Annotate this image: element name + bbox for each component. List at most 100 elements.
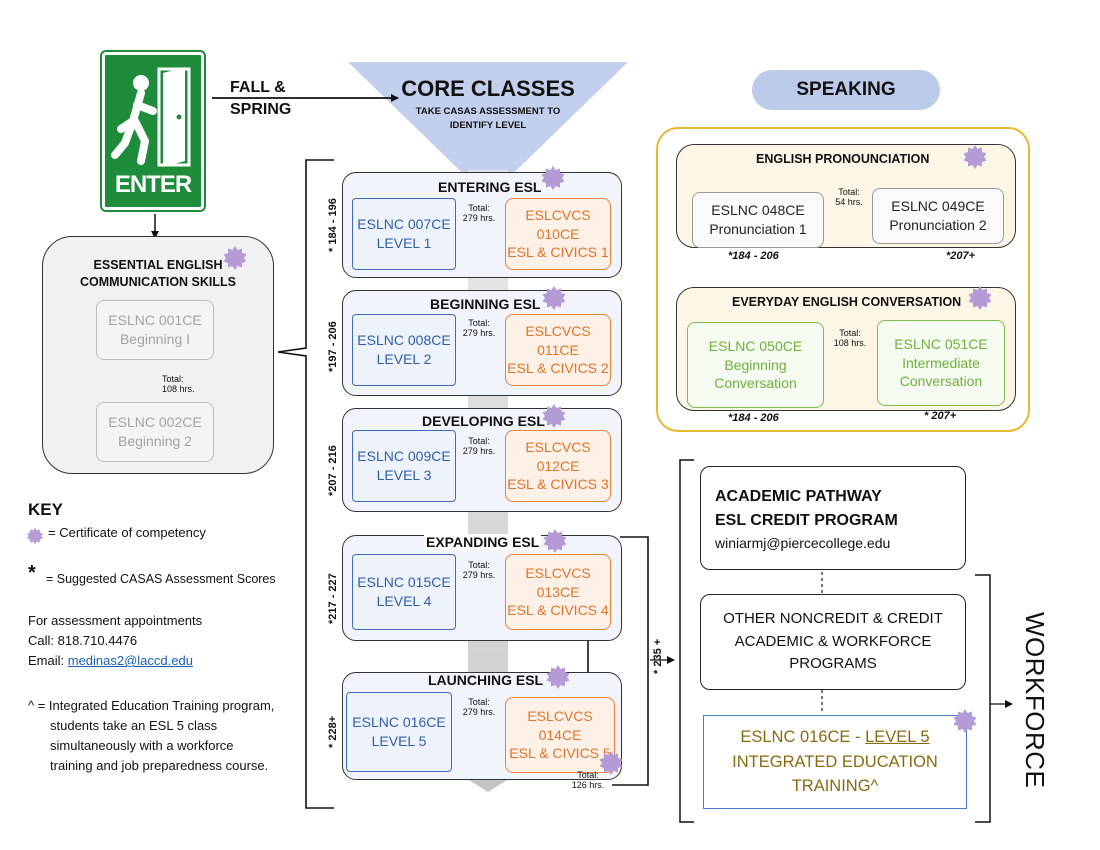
- speaking-label: SPEAKING: [796, 79, 896, 101]
- course-eslnc-048ce[interactable]: ESLNC 048CE Pronunciation 1: [692, 192, 824, 248]
- level-title: EXPANDING ESL: [424, 534, 542, 550]
- course-level: LEVEL 2: [376, 351, 432, 367]
- essential-title-2: COMMUNICATION SKILLS: [79, 275, 236, 289]
- level-title: DEVELOPING ESL: [422, 413, 545, 429]
- key-email-link[interactable]: medinas2@laccd.edu: [67, 653, 193, 668]
- course-code: ESLCVCS 010CE: [525, 206, 591, 242]
- iet-box[interactable]: ESLNC 016CE - LEVEL 5 INTEGRATED EDUCATI…: [703, 715, 967, 809]
- other-line-2: ACADEMIC & WORKFORCE: [734, 632, 932, 650]
- certificate-badge-icon: [967, 285, 993, 311]
- course-eslnc-015ce[interactable]: ESLNC 015CE LEVEL 4: [352, 554, 456, 630]
- course-level: ESL & CIVICS 4: [507, 602, 609, 619]
- key-certificate-badge-icon: [26, 527, 44, 545]
- iet-line-1: ESLNC 016CE - LEVEL 5: [740, 725, 929, 750]
- total-hours: 279 hrs.: [462, 570, 496, 581]
- course-eslcvcs-014ce[interactable]: ESLCVCS 014CE ESL & CIVICS 5: [505, 697, 615, 773]
- academic-pathway-box[interactable]: ACADEMIC PATHWAY ESL CREDIT PROGRAM wini…: [700, 466, 966, 570]
- course-level: ESL & CIVICS 2: [507, 360, 609, 377]
- enter-sign: ENTER: [100, 50, 206, 212]
- total-label: Total:: [468, 560, 490, 570]
- level-total: Total: 279 hrs.: [462, 203, 496, 224]
- other-line-1: OTHER NONCREDIT & CREDIT: [723, 610, 943, 628]
- level-total: Total: 279 hrs.: [462, 697, 496, 718]
- level-total: Total: 279 hrs.: [462, 436, 496, 457]
- total-label: Total:: [839, 328, 861, 338]
- course-code: ESLNC 002CE: [108, 414, 202, 431]
- core-subtitle-2: IDENTIFY LEVEL: [449, 120, 527, 131]
- level-title: ENTERING ESL: [438, 179, 542, 195]
- course-code: ESLNC 016CE: [352, 714, 446, 731]
- course-code: ESLNC 048CE: [711, 202, 805, 219]
- course-code: ESLNC 051CE: [894, 335, 988, 352]
- academic-line-2: ESL CREDIT PROGRAM: [715, 512, 898, 529]
- total-hours: 54 hrs.: [835, 197, 863, 208]
- iet-line-3: TRAINING^: [791, 777, 879, 796]
- score-235: * 235 +: [652, 638, 664, 674]
- course-name-1: Intermediate: [902, 354, 980, 371]
- course-level: LEVEL 4: [376, 593, 432, 609]
- fall-spring-label: FALL & SPRING: [230, 77, 291, 122]
- course-eslcvcs-012ce[interactable]: ESLCVCS 012CE ESL & CIVICS 3: [505, 430, 611, 502]
- pronunciation-score-1: *184 - 206: [728, 250, 779, 262]
- course-code: ESLNC 015CE: [357, 574, 451, 591]
- conversation-score-2: * 207+: [924, 410, 957, 422]
- course-code: ESLNC 050CE: [708, 337, 803, 354]
- course-eslnc-002ce[interactable]: ESLNC 002CE Beginning 2: [96, 402, 214, 462]
- total-label: Total:: [468, 203, 490, 213]
- conversation-total: Total: 108 hrs.: [830, 328, 870, 349]
- course-eslcvcs-013ce[interactable]: ESLCVCS 013CE ESL & CIVICS 4: [505, 554, 611, 630]
- level-score: * 228+: [327, 715, 339, 748]
- course-level: ESL & CIVICS 5: [509, 745, 611, 762]
- course-eslcvcs-011ce[interactable]: ESLCVCS 011CE ESL & CIVICS 2: [505, 314, 611, 386]
- conversation-score-1: *184 - 206: [728, 412, 779, 424]
- launching-total: Total: 126 hrs.: [570, 770, 606, 791]
- course-eslcvcs-010ce[interactable]: ESLCVCS 010CE ESL & CIVICS 1: [505, 198, 611, 270]
- course-code: ESLNC 001CE: [108, 312, 202, 329]
- key-casas-text: = Suggested CASAS Assessment Scores: [46, 572, 276, 586]
- course-code: ESLCVCS 013CE: [525, 564, 591, 600]
- key-iet-line-3: simultaneously with a workforce: [50, 738, 234, 753]
- course-eslnc-009ce[interactable]: ESLNC 009CE LEVEL 3: [352, 430, 456, 502]
- total-label: Total:: [468, 436, 490, 446]
- course-eslnc-049ce[interactable]: ESLNC 049CE Pronunciation 2: [872, 188, 1004, 244]
- course-name: Beginning I: [119, 331, 191, 347]
- total-label: Total:: [162, 374, 184, 384]
- total-label: Total:: [468, 318, 490, 328]
- pronunciation-title: ENGLISH PRONOUNCIATION: [756, 152, 930, 166]
- total-hours: 108 hrs.: [833, 338, 867, 349]
- essential-total: Total: 108 hrs.: [162, 374, 195, 395]
- course-level: LEVEL 1: [376, 235, 432, 251]
- certificate-badge-icon: [540, 165, 566, 191]
- key-appointment-text: For assessment appointments: [28, 613, 203, 628]
- course-eslnc-008ce[interactable]: ESLNC 008CE LEVEL 2: [352, 314, 456, 386]
- course-eslnc-016ce[interactable]: ESLNC 016CE LEVEL 5: [346, 692, 452, 772]
- course-eslnc-001ce[interactable]: ESLNC 001CE Beginning I: [96, 300, 214, 360]
- course-eslnc-050ce[interactable]: ESLNC 050CE Beginning Conversation: [687, 322, 824, 408]
- core-subtitle-1: TAKE CASAS ASSESSMENT TO: [415, 106, 561, 117]
- pronunciation-total: Total: 54 hrs.: [830, 187, 868, 208]
- key-certificate-text: = Certificate of competency: [48, 525, 206, 540]
- academic-email[interactable]: winiarmj@piercecollege.edu: [715, 535, 891, 551]
- certificate-badge-icon: [962, 144, 988, 170]
- academic-line-1: ACADEMIC PATHWAY: [715, 488, 882, 505]
- other-programs-box[interactable]: OTHER NONCREDIT & CREDIT ACADEMIC & WORK…: [700, 594, 966, 690]
- fall-label: FALL &: [230, 79, 286, 96]
- certificate-badge-icon: [545, 664, 571, 690]
- course-eslnc-007ce[interactable]: ESLNC 007CE LEVEL 1: [352, 198, 456, 270]
- level-score: *197 - 206: [327, 321, 339, 372]
- course-code: ESLCVCS 014CE: [527, 707, 593, 743]
- workforce-label: WORKFORCE: [1020, 612, 1050, 789]
- key-title: KEY: [28, 500, 63, 519]
- total-label: Total:: [838, 187, 860, 197]
- course-name: Pronunciation 1: [709, 221, 807, 237]
- course-name-2: Conversation: [714, 375, 797, 392]
- certificate-badge-icon: [222, 245, 248, 271]
- course-name: Pronunciation 2: [889, 217, 987, 233]
- key-email-label: Email:: [28, 653, 68, 668]
- enter-label: ENTER: [114, 171, 192, 198]
- key-iet-line-2: students take an ESL 5 class: [50, 718, 218, 733]
- level-score: * 184 - 196: [327, 198, 339, 252]
- course-eslnc-051ce[interactable]: ESLNC 051CE Intermediate Conversation: [877, 320, 1005, 406]
- course-level: ESL & CIVICS 1: [507, 244, 609, 261]
- level-title: LAUNCHING ESL: [428, 672, 544, 688]
